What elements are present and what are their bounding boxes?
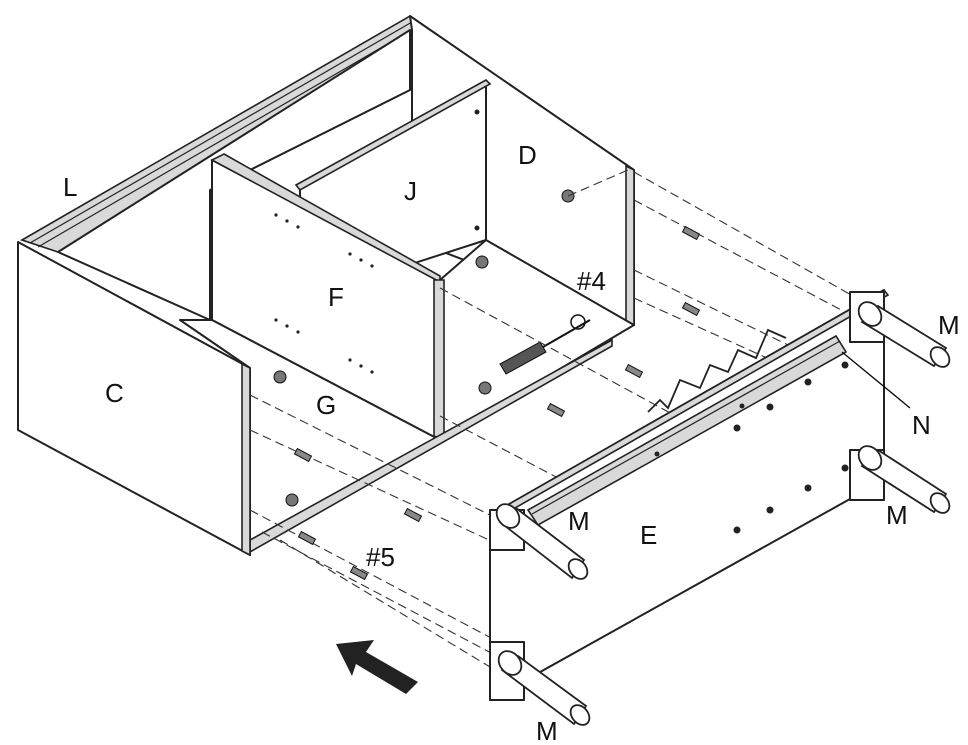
shelf-holes [274, 109, 480, 374]
label-J: J [404, 176, 417, 206]
springs [647, 328, 787, 413]
label-C: C [105, 378, 124, 408]
leg-back-top [857, 301, 951, 368]
label-M-front-top: M [568, 506, 590, 536]
leg-back-bottom [857, 445, 951, 514]
leg-front-top [495, 503, 589, 580]
label-E: E [640, 520, 657, 550]
handle-N [526, 334, 848, 527]
label-N: N [912, 410, 931, 440]
screwdriver [499, 314, 591, 375]
label-hardware-5: #5 [366, 542, 395, 572]
direction-arrow-icon [336, 640, 418, 694]
label-D: D [518, 140, 537, 170]
assembly-guides [249, 169, 861, 671]
label-G: G [316, 390, 336, 420]
label-F: F [328, 282, 344, 312]
panel-E-holes [654, 361, 849, 534]
label-M-front-bottom: M [536, 716, 558, 745]
legs-M [495, 301, 951, 726]
label-M-back-bottom: M [886, 500, 908, 530]
label-M-back-top: M [938, 310, 960, 340]
leg-front-bottom [497, 650, 591, 726]
dowels [293, 225, 701, 581]
label-L: L [63, 172, 77, 202]
label-hardware-4: #4 [577, 266, 606, 296]
